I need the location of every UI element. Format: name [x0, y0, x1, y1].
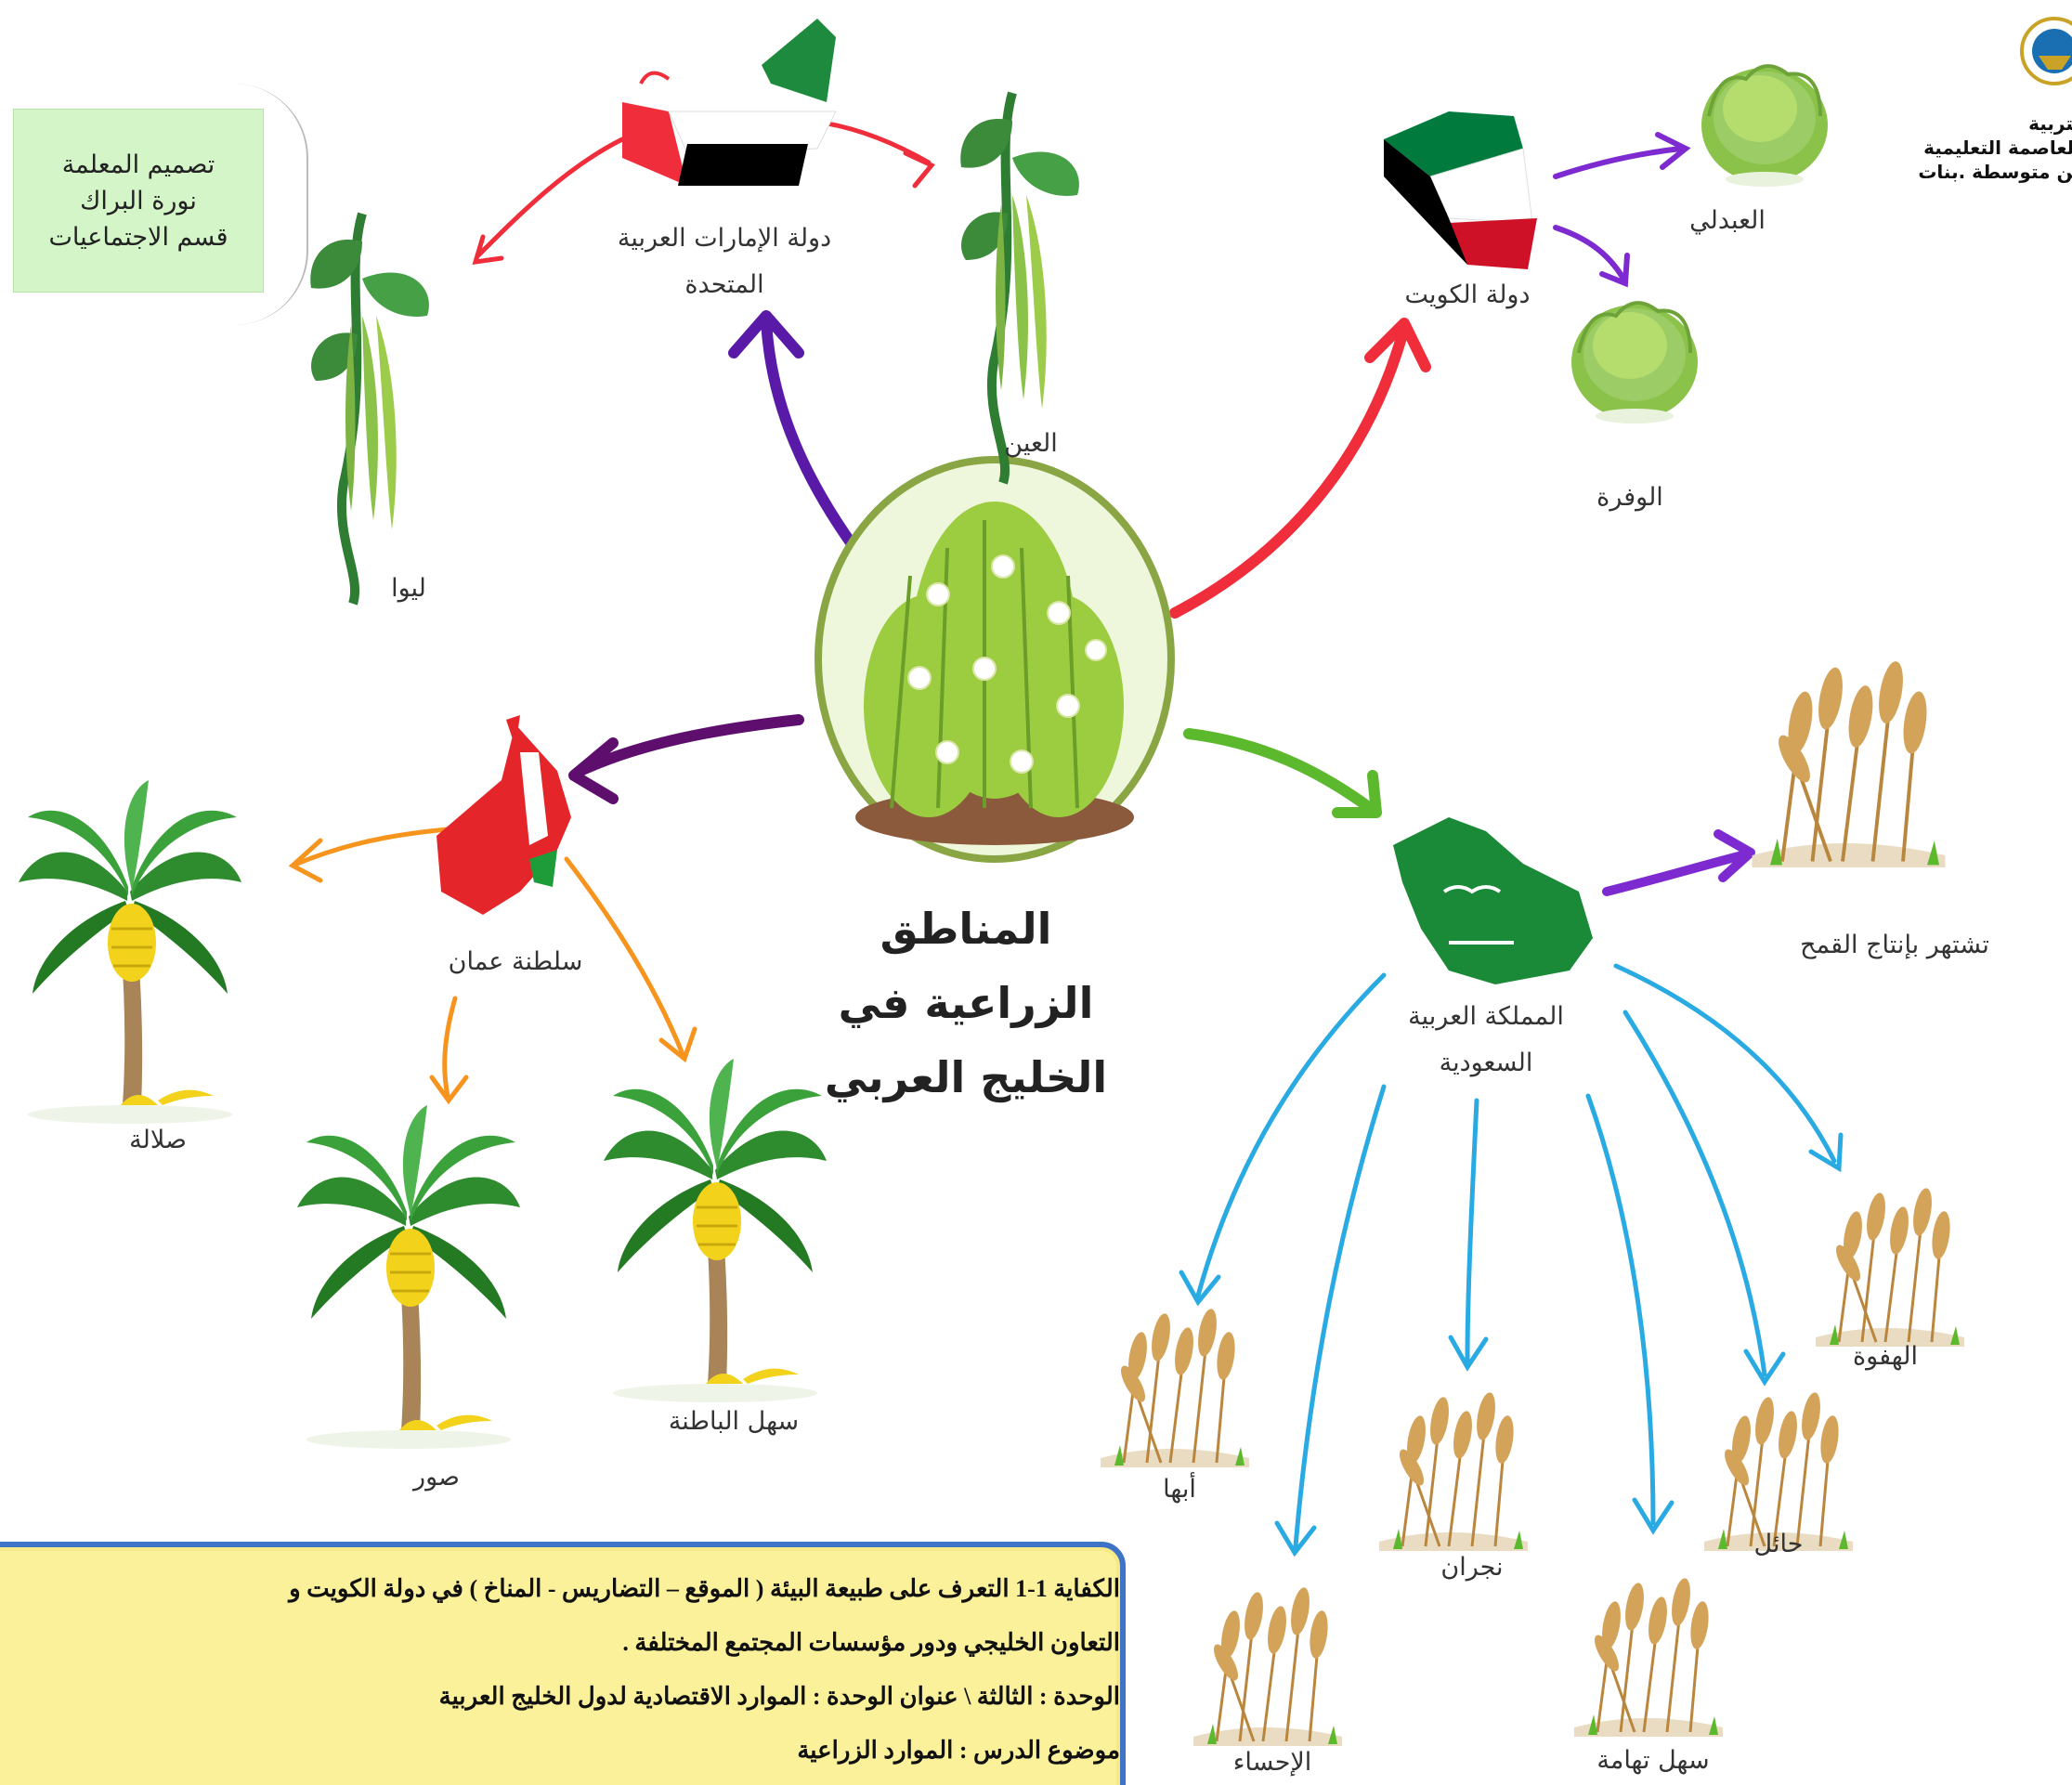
oman-flag-map [437, 715, 571, 915]
credit-box: تصميم المعلمة نورة البراك قسم الاجتماعيا… [13, 109, 264, 293]
credit-line-1: تصميم المعلمة [61, 150, 215, 179]
kuwait-flag-map [1384, 111, 1537, 269]
header-line-2: العاصمة التعليمية [1923, 137, 2072, 159]
saudi-label: المملكة العربية السعودية [1384, 994, 1588, 1087]
uae-label-line-1: دولة الإمارات العربية [617, 224, 832, 253]
oman-label: سلطنة عمان [448, 947, 583, 976]
region-salalah: صلالة [129, 1126, 187, 1154]
hafouf-wheat [1814, 1185, 1966, 1349]
ministry-emblem [2020, 17, 2072, 85]
arrow-oman [568, 714, 804, 804]
region-najran: نجران [1440, 1553, 1504, 1582]
arrow-saudi [1183, 728, 1382, 818]
main-title: المناطق الزراعية في الخليج العربي [799, 892, 1133, 1114]
region-tihama: سهل تهامة [1596, 1746, 1710, 1775]
credit-bracket [232, 84, 308, 325]
saudi-label-line-2: السعودية [1439, 1049, 1533, 1077]
ministry-header: لتربية العاصمة التعليمية ين متوسطة .بنات [1895, 111, 2072, 184]
info-line-4: موضوع الدرس : الموارد الزراعية [797, 1737, 1120, 1764]
curriculum-info-box: الكفاية 1-1 التعرف على طبيعة البيئة ( ال… [0, 1542, 1126, 1785]
arrow-uae [728, 310, 860, 554]
kuwait-label: دولة الكويت [1404, 280, 1531, 309]
region-batinah: سهل الباطنة [668, 1407, 800, 1436]
saudi-flag-map [1393, 817, 1593, 984]
saudi-label-line-1: المملكة العربية [1408, 1002, 1564, 1031]
region-abha: أبها [1163, 1475, 1196, 1504]
region-wafra: الوفرة [1596, 483, 1663, 512]
hail-wheat [1702, 1389, 1855, 1553]
region-hafouf: الهفوة [1853, 1342, 1918, 1371]
region-ahsa: الإحساء [1232, 1748, 1312, 1777]
saudi-main-wheat [1750, 658, 1948, 869]
region-sur: صور [413, 1463, 460, 1492]
region-hail: حائل [1753, 1530, 1804, 1558]
region-abdali: العبدلي [1689, 206, 1766, 235]
najran-wheat [1377, 1389, 1530, 1553]
arrows-saudi-regions [1179, 963, 1844, 1557]
info-line-1: الكفاية 1-1 التعرف على طبيعة البيئة ( ال… [289, 1575, 1120, 1602]
tihama-wheat [1572, 1575, 1725, 1739]
abha-wheat [1099, 1306, 1251, 1469]
ahsa-wheat [1192, 1584, 1344, 1748]
info-line-2: التعاون الخليجي ودور مؤسسات المجتمع المخ… [622, 1629, 1120, 1656]
arrows-kuwait-regions [1553, 132, 1691, 288]
header-line-1: لتربية [2028, 112, 2072, 135]
liwa-bean-plant [310, 214, 429, 604]
uae-flag-map [622, 19, 837, 186]
info-line-3: الوحدة : الثالثة \ عنوان الوحدة : الموار… [438, 1683, 1120, 1710]
wafra-lettuce [1570, 301, 1700, 425]
saudi-wheat-note: تشتهر بإنتاج القمح [1800, 931, 1989, 959]
uae-label: دولة الإمارات العربية المتحدة [585, 215, 864, 308]
region-liwa: ليوا [391, 574, 426, 603]
center-plant-circle [814, 456, 1175, 863]
alain-bean-plant [960, 93, 1079, 483]
sur-banana-tree [295, 1103, 522, 1451]
salalah-banana-tree [17, 778, 243, 1126]
credit-line-3: قسم الاجتماعيات [48, 222, 228, 252]
arrow-saudi-wheat [1602, 829, 1755, 896]
uae-label-line-2: المتحدة [684, 270, 764, 299]
arrow-kuwait [1169, 318, 1431, 619]
credit-line-2: نورة البراك [80, 186, 197, 215]
region-alain: العين [1004, 429, 1058, 458]
title-line-1: المناطق الزراعية في [838, 904, 1094, 1028]
header-line-3: ين متوسطة .بنات [1918, 161, 2072, 183]
batinah-banana-tree [602, 1057, 828, 1404]
title-line-2: الخليج العربي [824, 1052, 1108, 1102]
abdali-lettuce [1700, 64, 1830, 189]
